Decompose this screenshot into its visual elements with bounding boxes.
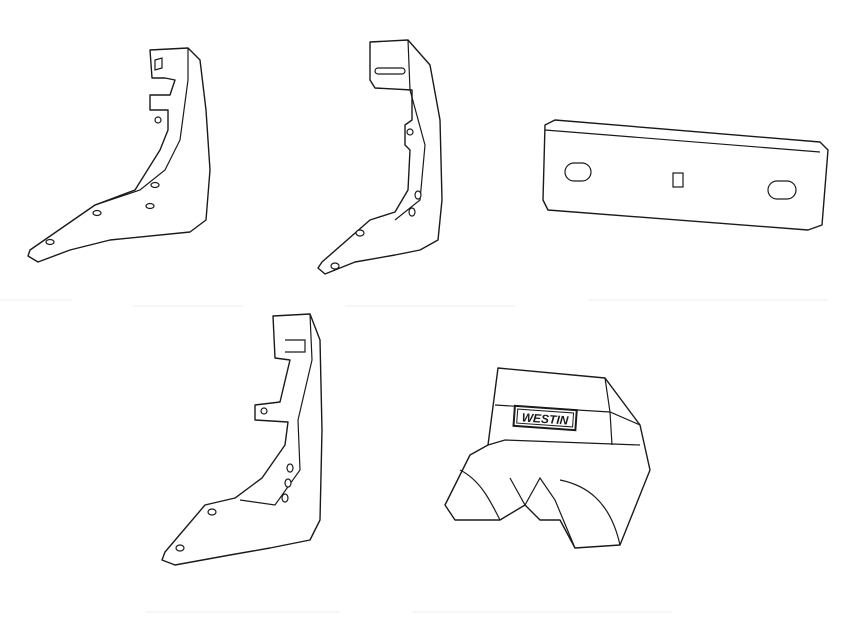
westin-logo: WESTIN [512, 404, 578, 432]
bracket-bottom [161, 313, 323, 566]
bracket-middle [317, 39, 443, 275]
step-pad: WESTIN [444, 367, 651, 549]
separator-lines [0, 299, 828, 613]
bracket-left [27, 47, 211, 263]
logo-text: WESTIN [521, 410, 569, 427]
mounting-plate [542, 119, 829, 231]
